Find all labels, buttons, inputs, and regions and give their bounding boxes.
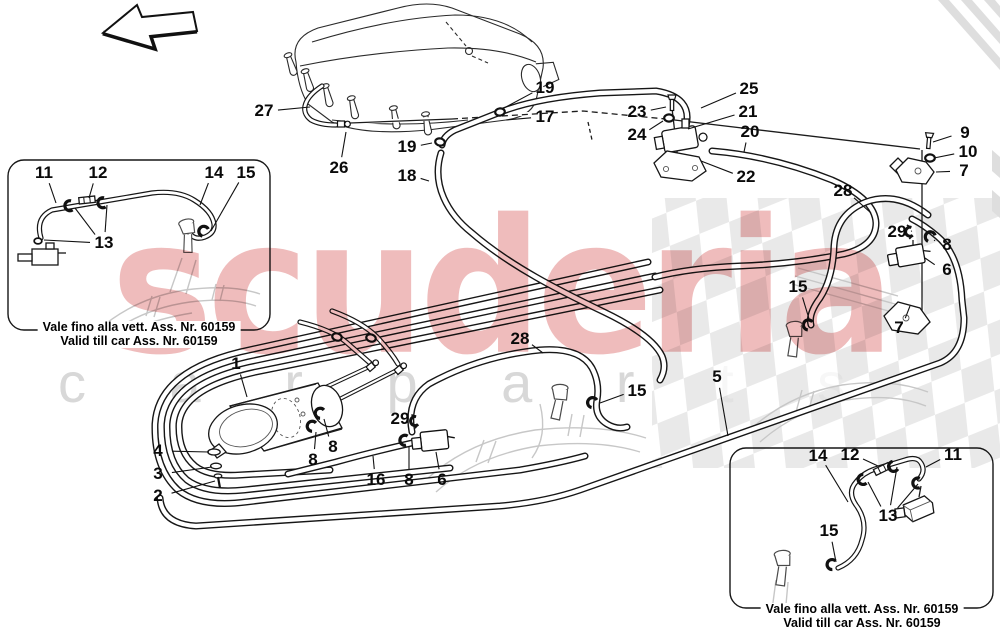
validity-note-right-line2: Valid till car Ass. Nr. 60159 xyxy=(783,615,941,630)
part-label-15[interactable]: 15 xyxy=(236,163,256,182)
part-label-28[interactable]: 28 xyxy=(510,329,530,348)
part-label-29[interactable]: 29 xyxy=(887,222,907,241)
left-box-valve xyxy=(17,242,66,266)
part-label-20[interactable]: 20 xyxy=(740,122,760,141)
part-label-18[interactable]: 18 xyxy=(397,166,417,185)
part-label-19[interactable]: 19 xyxy=(535,78,555,97)
part-label-10[interactable]: 10 xyxy=(958,142,978,161)
part-label-11[interactable]: 11 xyxy=(35,163,53,182)
part-label-28[interactable]: 28 xyxy=(833,181,853,200)
part-label-25[interactable]: 25 xyxy=(739,79,759,98)
part-label-8[interactable]: 8 xyxy=(404,470,414,489)
corner-stripes xyxy=(938,0,1000,218)
components xyxy=(17,94,938,588)
validity-note-left-line1: Vale fino alla vett. Ass. Nr. 60159 xyxy=(42,320,236,334)
part-label-6[interactable]: 6 xyxy=(942,260,952,279)
part-label-5[interactable]: 5 xyxy=(712,367,722,386)
part-label-7[interactable]: 7 xyxy=(894,318,904,337)
part-label-12[interactable]: 12 xyxy=(88,163,108,182)
part-label-12[interactable]: 12 xyxy=(840,445,860,464)
part-label-23[interactable]: 23 xyxy=(627,102,647,121)
validity-note-right: Vale fino alla vett. Ass. Nr. 60159 Vali… xyxy=(760,602,964,630)
part-label-3[interactable]: 3 xyxy=(153,464,163,483)
part-label-4[interactable]: 4 xyxy=(153,441,163,460)
part-label-16[interactable]: 16 xyxy=(366,470,386,489)
part-label-29[interactable]: 29 xyxy=(390,409,410,428)
part-label-9[interactable]: 9 xyxy=(960,123,970,142)
part-label-15[interactable]: 15 xyxy=(788,277,808,296)
part-label-17[interactable]: 17 xyxy=(535,107,555,126)
part-label-24[interactable]: 24 xyxy=(627,125,647,144)
part-label-13[interactable]: 13 xyxy=(878,506,898,525)
center-valve xyxy=(410,428,457,453)
validity-note-left-line2: Valid till car Ass. Nr. 60159 xyxy=(60,333,218,348)
part-label-7[interactable]: 7 xyxy=(959,161,969,180)
watermark-brand-text: scuderia xyxy=(110,178,895,396)
part-label-13[interactable]: 13 xyxy=(94,233,114,252)
part-label-22[interactable]: 22 xyxy=(736,167,756,186)
ghost-intake-runners xyxy=(97,257,929,628)
part-label-11[interactable]: 11 xyxy=(944,445,962,464)
part-label-27[interactable]: 27 xyxy=(254,101,274,120)
part-label-8[interactable]: 8 xyxy=(942,235,952,254)
part-label-14[interactable]: 14 xyxy=(808,446,828,465)
part-label-15[interactable]: 15 xyxy=(627,381,647,400)
part-label-1[interactable]: 1 xyxy=(231,354,241,373)
validity-note-left: Vale fino alla vett. Ass. Nr. 60159 Vali… xyxy=(37,320,241,348)
right-box-solenoid xyxy=(894,485,935,523)
part-label-8[interactable]: 8 xyxy=(308,450,318,469)
part-label-19[interactable]: 19 xyxy=(397,137,417,156)
validity-note-right-line1: Vale fino alla vett. Ass. Nr. 60159 xyxy=(765,602,959,616)
part-label-8[interactable]: 8 xyxy=(328,437,338,456)
engine-airbox xyxy=(283,3,560,136)
part-label-21[interactable]: 21 xyxy=(738,102,758,121)
direction-arrow xyxy=(100,3,199,52)
part-label-2[interactable]: 2 xyxy=(153,486,163,505)
part-label-14[interactable]: 14 xyxy=(204,163,224,182)
mount-hardware xyxy=(207,448,223,489)
part-label-15[interactable]: 15 xyxy=(819,521,839,540)
part-label-6[interactable]: 6 xyxy=(437,470,447,489)
part-label-26[interactable]: 26 xyxy=(329,158,349,177)
